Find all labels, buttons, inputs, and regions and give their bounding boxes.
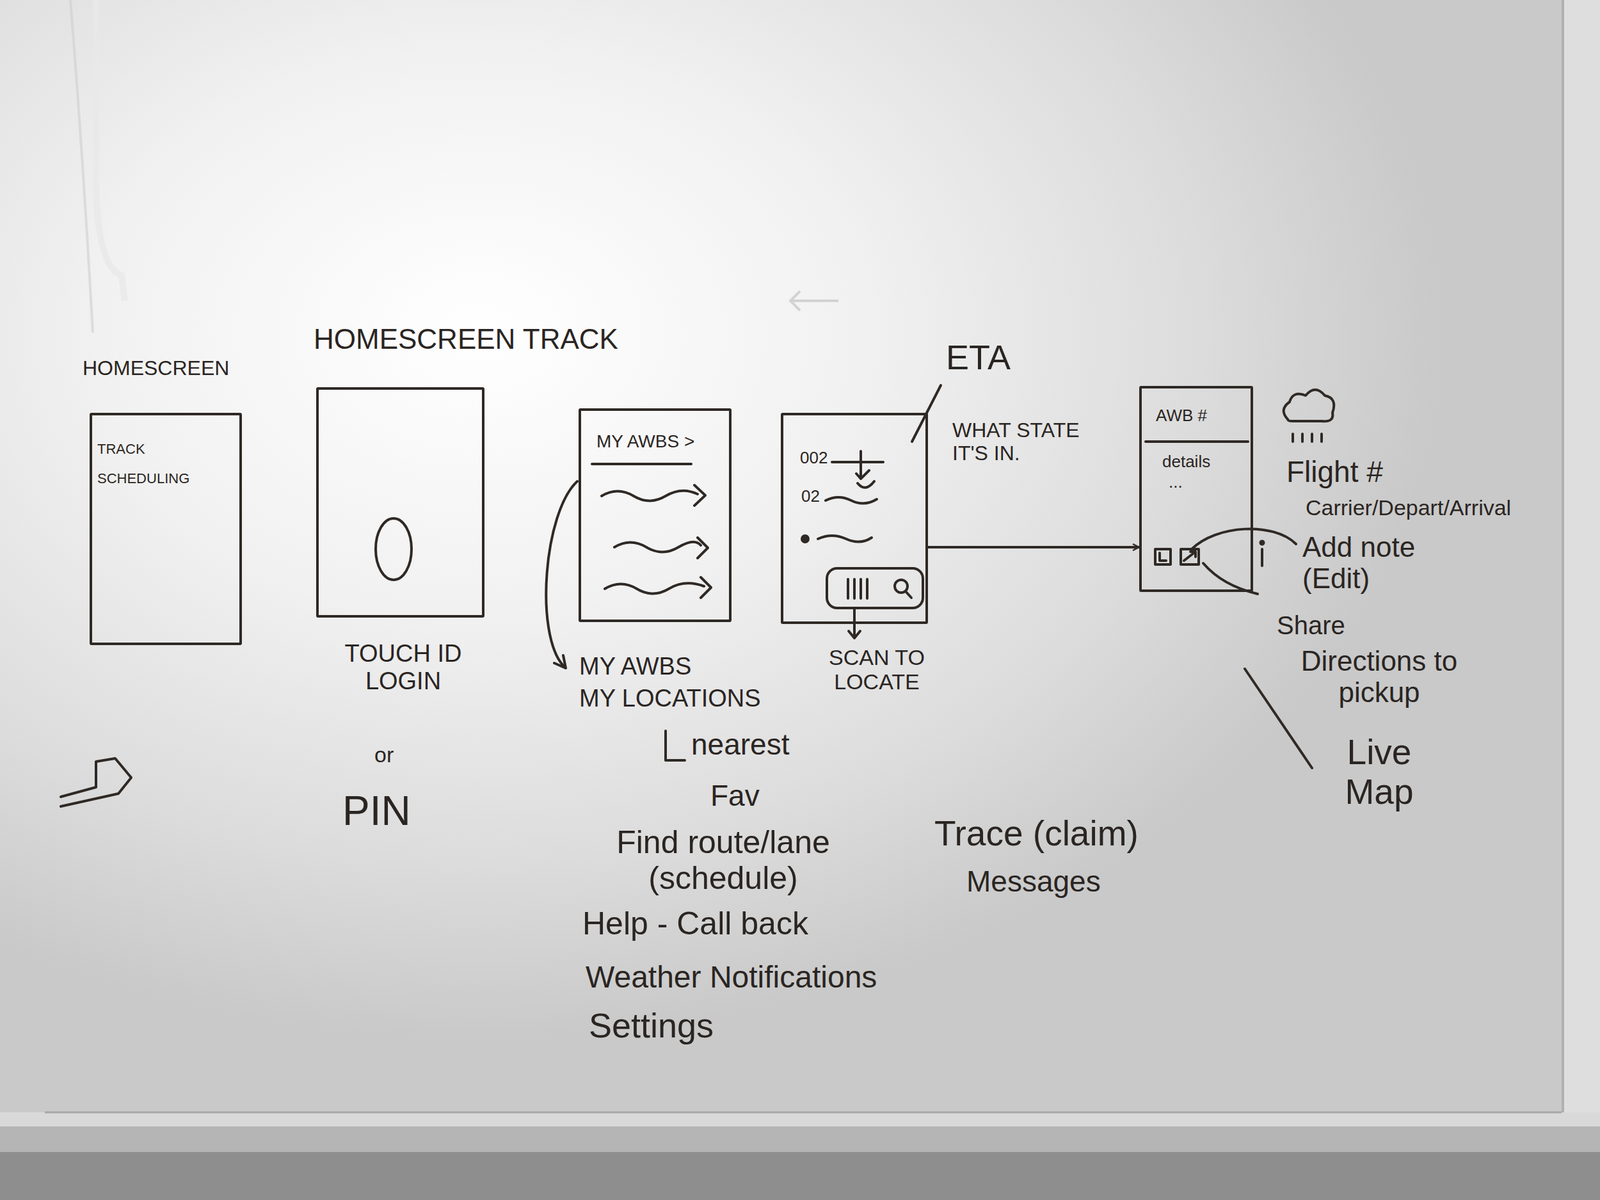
board-frame (0, 1112, 1600, 1127)
scan-bar (826, 568, 923, 608)
leader-line (1203, 563, 1258, 594)
board-frame (1561, 0, 1565, 1127)
screen-title: HOMESCREEN (82, 356, 230, 381)
leader-line (1244, 668, 1312, 768)
list-item: Share (1276, 611, 1346, 640)
list-row (614, 537, 708, 559)
info-icon (1260, 541, 1264, 545)
leader-line (1191, 528, 1296, 550)
stray-mark (60, 758, 132, 807)
note-text: WHAT STATE IT'S IN. (952, 419, 1119, 466)
screen-text: 002 (800, 448, 828, 468)
screen-wireframe: AWB # details... (1139, 385, 1254, 592)
flow-arrow (928, 545, 1140, 549)
list-item: MY LOCATIONS (579, 684, 761, 713)
screen-text: MY AWBS > (596, 431, 695, 452)
list-item: Find route/lane (schedule) (563, 824, 884, 896)
action-icon (1155, 549, 1171, 565)
header-rule (592, 462, 692, 466)
board-frame (70, 0, 93, 333)
action-icon (1184, 551, 1196, 561)
list-item: Fav (710, 779, 760, 813)
list-item: Trace (claim) (934, 814, 1139, 854)
touch-id-button (375, 518, 412, 580)
screen-text: SCHEDULING (97, 470, 190, 487)
screen-text: TRACK (97, 440, 146, 457)
screen-wireframe: HOMESCREENTRACKSCHEDULING (89, 412, 242, 646)
list-item: Help - Call back (582, 905, 809, 942)
action-icon (1180, 549, 1199, 565)
weather-icon (1292, 433, 1322, 442)
screen-wireframe: HOMESCREEN TRACK (316, 387, 485, 618)
list-item: Weather Notifications (585, 960, 877, 995)
list-row (817, 535, 872, 543)
info-icon (1260, 549, 1264, 566)
screen-wireframe: 002 02 (780, 412, 928, 624)
list-item: Flight # (1286, 455, 1384, 489)
screen-wireframe: MY AWBS > (578, 408, 732, 623)
screen-text: AWB # (1155, 406, 1208, 426)
barcode-icon (848, 579, 868, 599)
screen-title: HOMESCREEN TRACK (313, 323, 619, 356)
tree-mark (665, 730, 685, 761)
list-item: Directions to pickup (1292, 645, 1466, 709)
board-frame (790, 291, 839, 311)
tap-pointer (856, 451, 875, 488)
board-frame (0, 1152, 1600, 1200)
note-text: SCAN TO LOCATE (812, 645, 941, 694)
board-frame (1561, 0, 1600, 1200)
list-row (832, 460, 884, 464)
list-item: Messages (966, 865, 1101, 899)
screen-text: ... (1168, 472, 1183, 493)
list-item: Carrier/Depart/Arrival (1305, 495, 1512, 520)
list-item: nearest (691, 728, 790, 762)
board-frame (0, 1126, 1600, 1152)
screen-text: 02 (801, 487, 820, 507)
board-frame (96, 0, 125, 301)
list-bullet (801, 535, 809, 543)
callout-text: ETA (945, 337, 1011, 377)
list-item: MY AWBS (579, 652, 692, 681)
ink-sketch (60, 385, 1334, 807)
list-row (601, 485, 706, 506)
list-row (604, 577, 712, 598)
board-frame (44, 1111, 1562, 1114)
note-text: or (374, 742, 394, 767)
note-text: TOUCH ID LOGIN (320, 640, 487, 695)
list-row (825, 497, 877, 504)
note-text: PIN (342, 788, 411, 835)
header-rule (1145, 440, 1248, 443)
action-icon (1159, 552, 1167, 561)
weather-icon (1283, 389, 1335, 422)
list-item: Live Map (1315, 732, 1444, 812)
list-item: Settings (588, 1006, 714, 1045)
leader-arrow (545, 481, 578, 669)
screen-text: details (1162, 452, 1211, 472)
list-item: Add note (Edit) (1302, 531, 1456, 595)
search-icon (905, 591, 912, 598)
